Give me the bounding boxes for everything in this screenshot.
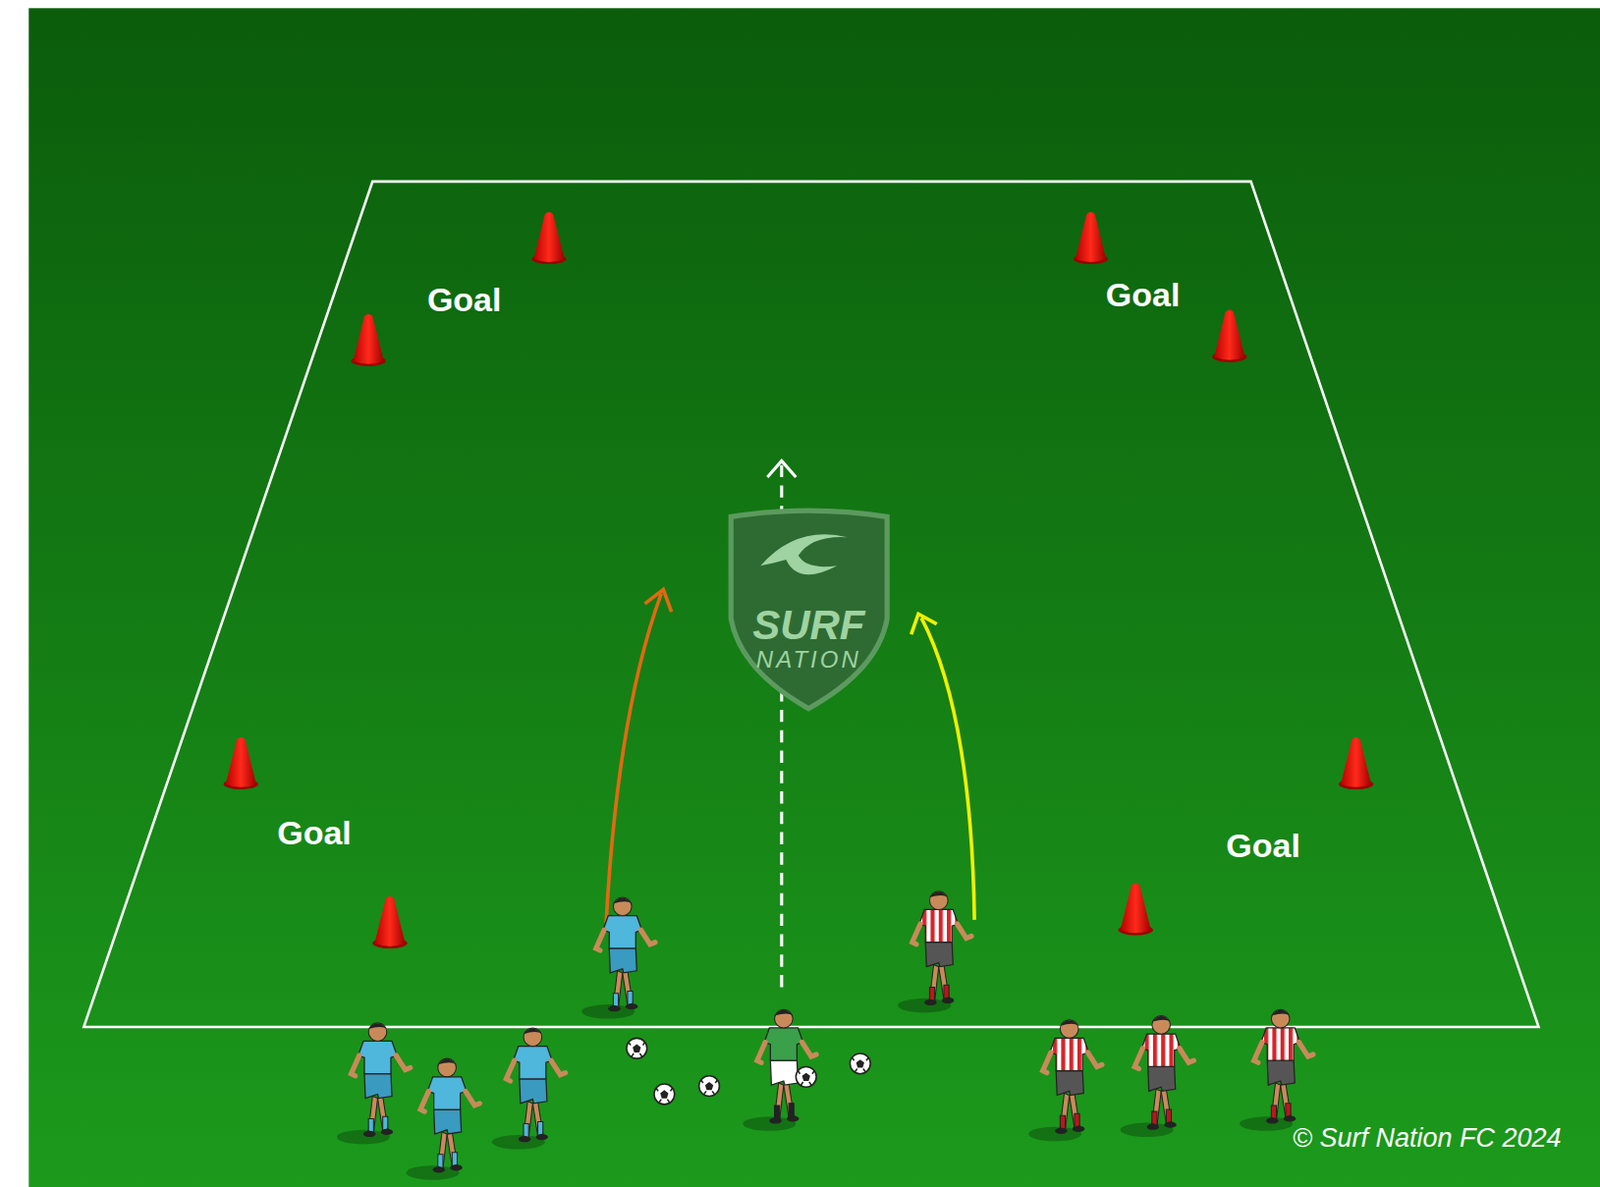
goal-label: Goal (276, 813, 352, 852)
crest-word: SURF (752, 605, 865, 647)
club-crest: SURFNATION (724, 506, 893, 714)
copyright-note: © Surf Nation FC 2024 (1292, 1123, 1562, 1155)
goal-label: Goal (427, 280, 502, 320)
goal-label: Goal (1105, 275, 1181, 315)
crest-subword: NATION (756, 648, 862, 672)
goal-label: Goal (1225, 827, 1301, 866)
